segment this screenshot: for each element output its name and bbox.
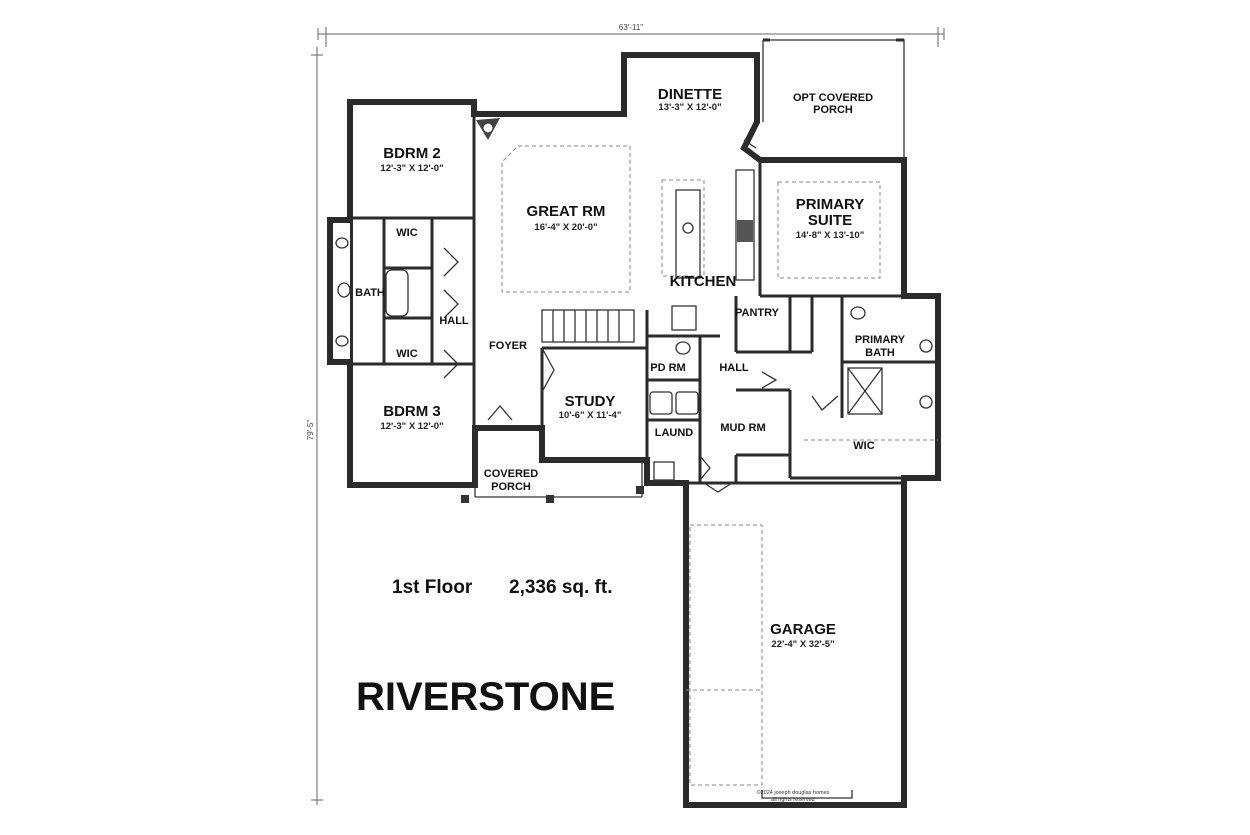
- great-rm-name: GREAT RM: [527, 203, 606, 220]
- pd-rm-label: PD RM: [650, 362, 685, 374]
- garage-size: 22'-4" X 32'-5": [771, 639, 834, 650]
- bath-fixtures: [335, 237, 933, 481]
- ceiling-outlines: [501, 145, 938, 786]
- great-rm-size: 16'-4" X 20'-0": [534, 222, 597, 233]
- opt-porch-line2: PORCH: [813, 104, 853, 116]
- bdrm-2-name: BDRM 2: [383, 145, 441, 162]
- opt-porch-line1: OPT COVERED: [793, 92, 873, 104]
- bdrm-3-name: BDRM 3: [383, 403, 441, 420]
- credit-line2: all rights reserved: [771, 797, 814, 803]
- dimension-lines: [311, 27, 945, 805]
- mud-rm-label: MUD RM: [720, 422, 765, 434]
- garage-bump: [761, 790, 853, 799]
- stairs: [541, 309, 635, 343]
- foyer-label: FOYER: [489, 340, 527, 352]
- primary-suite-size: 14'-8" X 13'-10": [796, 230, 864, 241]
- hall-mid-label: HALL: [719, 362, 749, 374]
- primary-bath-line1: PRIMARY: [855, 334, 906, 346]
- covered-porch-line2: PORCH: [491, 481, 531, 493]
- interior-walls: [350, 114, 938, 485]
- plan-name: RIVERSTONE: [356, 675, 615, 719]
- primary-suite-line2: SUITE: [808, 212, 852, 229]
- dinette-name: DINETTE: [658, 86, 722, 103]
- kitchen-label: KITCHEN: [670, 273, 737, 290]
- study-name: STUDY: [565, 393, 616, 410]
- doors: [443, 139, 839, 493]
- wic-primary-label: WIC: [853, 440, 874, 452]
- pantry-label: PANTRY: [735, 307, 780, 319]
- dinette-size: 13'-3" X 12'-0": [658, 102, 721, 113]
- room-bdrm-2: BDRM 2 12'-3" X 12'-0": [380, 145, 443, 174]
- room-great-rm: GREAT RM 16'-4" X 20'-0": [527, 203, 606, 233]
- garage-name: GARAGE: [770, 621, 836, 638]
- bath-bumpout-wall: [327, 217, 350, 365]
- overall-width-label: 63'-11": [619, 23, 643, 32]
- room-dinette: DINETTE 13'-3" X 12'-0": [658, 86, 722, 113]
- study-size: 10'-6" X 11'-4": [559, 410, 622, 421]
- wic-lower-label: WIC: [396, 348, 417, 360]
- wic-upper-label: WIC: [396, 227, 417, 239]
- room-primary-suite: PRIMARY SUITE 14'-8" X 13'-10": [796, 196, 865, 241]
- room-primary-bath: PRIMARY BATH: [855, 334, 906, 359]
- laund-label: LAUND: [655, 427, 694, 439]
- overall-depth-label: 79'-5": [306, 420, 315, 441]
- primary-bath-line2: BATH: [865, 347, 895, 359]
- hall-left-label: HALL: [439, 315, 469, 327]
- room-study: STUDY 10'-6" X 11'-4": [559, 393, 622, 421]
- room-garage: GARAGE 22'-4" X 32'-5": [770, 621, 836, 650]
- kitchen-fixtures: [671, 169, 755, 331]
- covered-porch-outline: [461, 428, 644, 503]
- room-opt-covered-porch: OPT COVERED PORCH: [793, 92, 873, 116]
- bdrm-2-size: 12'-3" X 12'-0": [380, 163, 443, 174]
- bdrm-3-size: 12'-3" X 12'-0": [380, 421, 443, 432]
- room-covered-porch: COVERED PORCH: [484, 468, 538, 493]
- room-bdrm-3: BDRM 3 12'-3" X 12'-0": [380, 403, 443, 432]
- bath-label: BATH: [355, 287, 385, 299]
- floor-area: 2,336 sq. ft.: [509, 577, 613, 598]
- floor-label: 1st Floor: [392, 577, 473, 598]
- covered-porch-line1: COVERED: [484, 468, 538, 480]
- credit-line1: ©2024 joseph douglas homes: [757, 789, 830, 796]
- primary-suite-line1: PRIMARY: [796, 196, 865, 213]
